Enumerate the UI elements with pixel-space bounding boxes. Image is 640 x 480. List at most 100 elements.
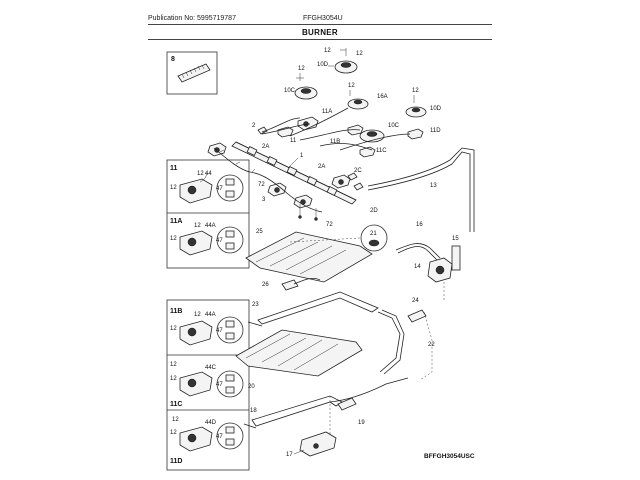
callout-72: 72 bbox=[326, 222, 333, 228]
inset-11C: 12 44C 12 47 11C bbox=[170, 362, 244, 408]
inset-11A: 11A 12 44A 12 47 bbox=[170, 218, 244, 256]
callout-2A: 2A bbox=[318, 164, 325, 170]
detail-21: 21 bbox=[360, 224, 388, 252]
callout-22: 22 bbox=[428, 342, 435, 348]
safety-valve-17: 17 bbox=[286, 431, 337, 458]
callout-2C: 2C bbox=[354, 168, 362, 174]
inset-11B-callout-12: 12 bbox=[194, 312, 201, 318]
broil-shield-20: 20 bbox=[235, 329, 363, 390]
inset-11D: 12 44D 12 47 11D bbox=[170, 417, 244, 465]
burner-10C: 12 10C bbox=[284, 66, 318, 100]
burner-10D-top: 12 12 10D bbox=[317, 48, 363, 74]
callout-19: 19 bbox=[358, 420, 365, 426]
orifice-detail-circle bbox=[216, 370, 244, 398]
orifice-detail-circle bbox=[216, 174, 244, 202]
title-rule bbox=[148, 39, 492, 40]
diagram-code: BFFGH3054USC bbox=[424, 453, 475, 460]
inset-11B-callout-44A: 44A bbox=[205, 312, 216, 318]
callout-13: 13 bbox=[430, 183, 437, 189]
regulator-assembly: 16 15 14 bbox=[395, 222, 461, 300]
callout-2D: 2D bbox=[370, 208, 378, 214]
callout-26: 26 bbox=[262, 282, 269, 288]
inset-11A-callout-12: 12 bbox=[194, 223, 201, 229]
model-number: FFGH3054U bbox=[303, 15, 343, 22]
inset-11: 11 12 44 12 47 bbox=[170, 165, 244, 204]
inset-11C-callout-47: 47 bbox=[216, 382, 223, 388]
inset-11C-label: 11C bbox=[170, 401, 182, 408]
callout-1: 1 bbox=[300, 153, 304, 159]
callout-72: 72 bbox=[258, 182, 265, 188]
inset-11B: 11B 12 44A 12 47 bbox=[170, 308, 244, 346]
inset-11D-label: 11D bbox=[170, 458, 182, 465]
inset-11C-callout-12b: 12 bbox=[170, 376, 177, 382]
inset-11-callout-47: 47 bbox=[216, 186, 223, 192]
part-8-box: 8 bbox=[166, 51, 218, 95]
orifice-detail-circle bbox=[216, 422, 244, 450]
callout-12: 12 bbox=[298, 66, 305, 72]
inset-11B-callout-12b: 12 bbox=[170, 326, 177, 332]
callout-12: 12 bbox=[348, 83, 355, 89]
inset-11A-label: 11A bbox=[170, 218, 182, 225]
callout-2: 2 bbox=[252, 123, 256, 129]
callout-20: 20 bbox=[248, 384, 255, 390]
callout-18: 18 bbox=[250, 408, 257, 414]
inset-11-callout-44: 44 bbox=[205, 171, 212, 177]
callout-12: 12 bbox=[324, 48, 331, 54]
orifice-detail-circle bbox=[216, 226, 244, 254]
callout-23: 23 bbox=[252, 302, 259, 308]
burner-box-25: 25 bbox=[245, 229, 373, 283]
callout-11: 11 bbox=[290, 138, 297, 144]
inset-11-callout-12b: 12 bbox=[170, 185, 177, 191]
igniter-26: 26 bbox=[262, 277, 321, 291]
callout-11C: 11C bbox=[376, 148, 387, 154]
callout-12: 12 bbox=[356, 51, 363, 57]
valve-row bbox=[207, 142, 351, 209]
callout-3: 3 bbox=[262, 197, 266, 203]
callout-16: 16 bbox=[416, 222, 423, 228]
burner-10C-mid: 10C 11B 11C bbox=[330, 123, 400, 158]
inset-11D-callout-12: 12 bbox=[172, 417, 179, 423]
burner-tube-23: 23 bbox=[247, 291, 379, 327]
callout-24: 24 bbox=[412, 298, 419, 304]
callout-25: 25 bbox=[256, 229, 263, 235]
inset-frame-top bbox=[166, 159, 250, 269]
page-title: BURNER bbox=[301, 28, 339, 37]
inset-11-label: 11 bbox=[170, 165, 178, 172]
callout-11D: 11D bbox=[430, 128, 441, 134]
inset-11A-callout-47: 47 bbox=[216, 238, 223, 244]
spark-module-icon bbox=[177, 63, 211, 83]
burner-10D-right: 12 10D 11D bbox=[405, 88, 442, 140]
callout-10D: 10D bbox=[430, 106, 442, 112]
callout-16A: 16A bbox=[377, 94, 388, 100]
callout-8: 8 bbox=[171, 56, 175, 63]
inset-11C-callout-12: 12 bbox=[170, 362, 177, 368]
callout-10D: 10D bbox=[317, 62, 329, 68]
callout-21: 21 bbox=[370, 231, 377, 237]
inset-11D-callout-12b: 12 bbox=[170, 430, 177, 436]
broil-igniter-19: 19 bbox=[329, 377, 409, 436]
inset-11B-callout-47: 47 bbox=[216, 328, 223, 334]
publication-number: Publication No: 5995719787 bbox=[148, 15, 236, 22]
orifice-detail-circle bbox=[216, 316, 244, 344]
inset-11B-label: 11B bbox=[170, 308, 182, 315]
inset-11D-callout-44D: 44D bbox=[205, 420, 217, 426]
callout-12: 12 bbox=[412, 88, 419, 94]
callout-11B: 11B bbox=[330, 139, 340, 145]
inset-11A-callout-12b: 12 bbox=[170, 236, 177, 242]
callout-11A: 11A bbox=[322, 109, 332, 115]
callout-10C: 10C bbox=[284, 88, 296, 94]
manifold-1: 1 bbox=[231, 141, 357, 205]
callout-17: 17 bbox=[286, 452, 293, 458]
broil-tube-18: 18 bbox=[243, 395, 343, 429]
inset-11D-callout-47: 47 bbox=[216, 434, 223, 440]
inset-11C-callout-44C: 44C bbox=[205, 365, 217, 371]
callout-2A: 2A bbox=[262, 144, 269, 150]
header-rule bbox=[148, 24, 492, 25]
inset-frame-bottom bbox=[166, 299, 250, 471]
callout-10C: 10C bbox=[388, 123, 400, 129]
inset-11A-callout-44A: 44A bbox=[205, 223, 216, 229]
inset-11-callout-12: 12 bbox=[197, 171, 204, 177]
burner-16A: 12 16A 11A bbox=[297, 83, 388, 131]
callout-15: 15 bbox=[452, 236, 459, 242]
